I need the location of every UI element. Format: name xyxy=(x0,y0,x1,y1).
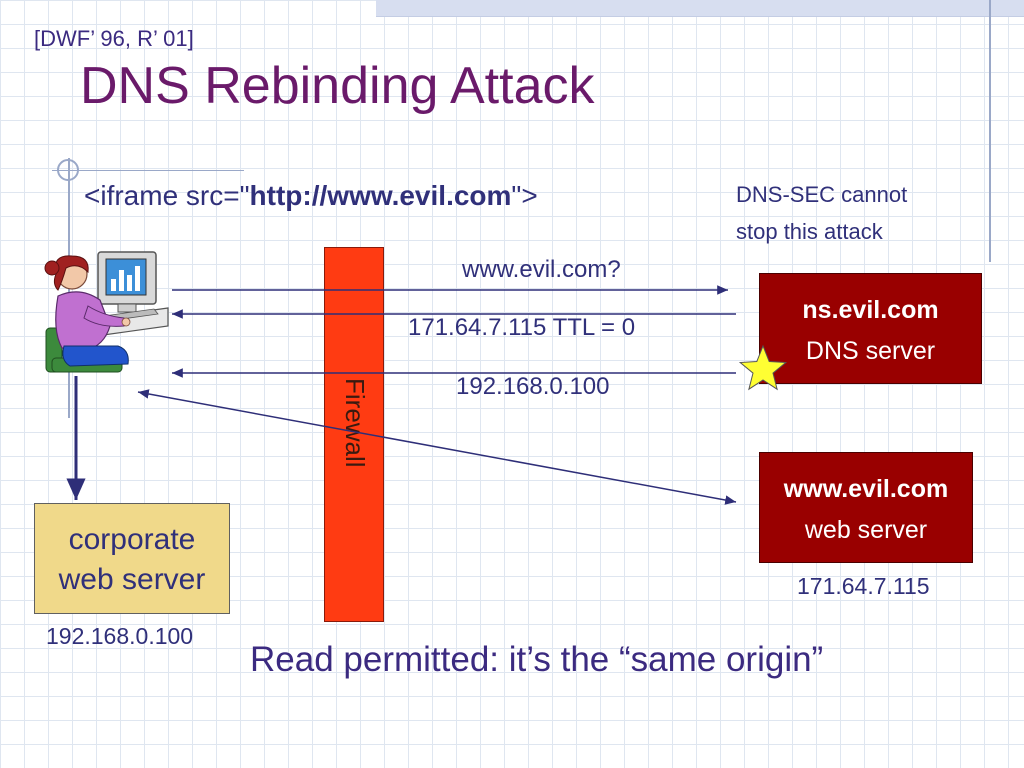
corporate-web-server-box: corporate web server xyxy=(34,503,230,614)
iframe-suffix: "> xyxy=(511,180,538,211)
dns-server-name: ns.evil.com xyxy=(802,296,939,324)
evil-web-server-ip: 171.64.7.115 xyxy=(797,573,930,599)
arrow-web-request xyxy=(137,389,737,505)
caption: Read permitted: it’s the “same origin” xyxy=(250,640,824,679)
citation: [DWF’ 96, R’ 01] xyxy=(34,26,194,51)
dns-query-label: www.evil.com? xyxy=(462,256,621,283)
iframe-url: http://www.evil.com xyxy=(249,180,512,211)
evil-web-server-box: www.evil.com web server xyxy=(759,452,973,563)
decor-line-top xyxy=(52,170,244,171)
iframe-code: <iframe src="http://www.evil.com"> xyxy=(84,180,538,212)
note-line-1: DNS-SEC cannot xyxy=(736,182,908,207)
dns-server-role: DNS server xyxy=(805,337,936,365)
iframe-prefix: <iframe src=" xyxy=(84,180,250,211)
dnssec-note: DNS-SEC cannot stop this attack xyxy=(736,176,976,250)
note-line-2: stop this attack xyxy=(736,219,883,244)
evil-web-server-role: web server xyxy=(804,516,928,544)
corp-line-2: web server xyxy=(58,563,206,596)
dns-server-box: ns.evil.com DNS server xyxy=(759,273,982,384)
dns-response-label: 171.64.7.115 TTL = 0 xyxy=(408,314,636,341)
corp-line-1: corporate xyxy=(68,523,196,556)
decor-circle xyxy=(57,159,79,181)
evil-web-server-name: www.evil.com xyxy=(783,475,949,503)
user-at-computer-icon xyxy=(44,251,169,373)
header-band xyxy=(376,0,1024,17)
slide-title: DNS Rebinding Attack xyxy=(80,57,595,115)
star-icon xyxy=(738,344,788,391)
decor-line-right xyxy=(989,0,991,262)
corporate-web-server-ip: 192.168.0.100 xyxy=(46,623,194,649)
